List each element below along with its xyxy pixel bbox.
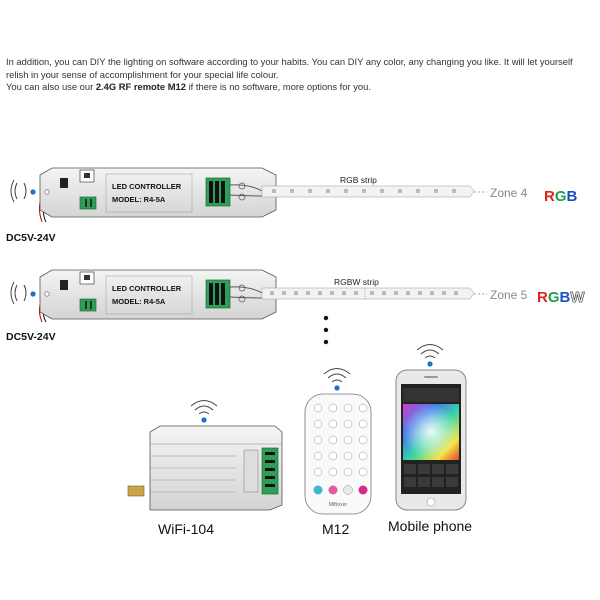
m12-remote: MiBoxer xyxy=(304,368,372,515)
wireless-signal-icon xyxy=(323,368,351,383)
controller-model: MODEL: R4-5A xyxy=(112,195,166,204)
wifi-104-device xyxy=(127,400,283,511)
power-terminal xyxy=(79,298,97,312)
zone-label: Zone 4 xyxy=(490,186,528,200)
intro-text: In addition, you can DIY the lighting on… xyxy=(6,56,594,94)
controller-2: LED CONTROLLER MODEL: R4-5A RGBW strip Z… xyxy=(6,269,586,343)
wireless-signal-icon xyxy=(416,344,444,359)
intro-line-2-suffix: if there is no software, more options fo… xyxy=(185,81,371,92)
antenna-connector xyxy=(127,485,145,497)
power-terminal xyxy=(79,196,97,210)
mobile-phone xyxy=(395,344,467,511)
controller-1: LED CONTROLLER MODEL: R4-5A RGB strip Zo… xyxy=(6,167,578,244)
wifi-label: WiFi-104 xyxy=(158,521,214,537)
led-strip-rgb xyxy=(261,185,475,198)
intro-line-1: In addition, you can DIY the lighting on… xyxy=(6,56,573,80)
controller-title: LED CONTROLLER xyxy=(112,182,182,191)
rgb-logo: RGB xyxy=(544,188,578,205)
remote-brand: MiBoxer xyxy=(329,502,348,508)
antenna-port xyxy=(60,178,68,188)
strip-label: RGB strip xyxy=(340,175,377,185)
antenna-port xyxy=(60,280,68,290)
power-label: DC5V-24V xyxy=(6,232,56,244)
strip-label: RGBW strip xyxy=(334,277,379,287)
remote-label: M12 xyxy=(322,521,349,537)
rgbw-logo: RGBW xyxy=(537,289,585,306)
signal-dot xyxy=(30,189,36,195)
wireless-signal-icon xyxy=(190,400,218,415)
controller-title: LED CONTROLLER xyxy=(112,284,182,293)
controller-body xyxy=(39,269,277,320)
zone-label: Zone 5 xyxy=(490,288,528,302)
controller-model: MODEL: R4-5A xyxy=(112,297,166,306)
wireless-signal-icon xyxy=(10,281,27,305)
signal-dot xyxy=(30,291,36,297)
power-label: DC5V-24V xyxy=(6,331,56,343)
more-zones-dots xyxy=(323,315,329,345)
home-button xyxy=(426,497,436,507)
phone-label: Mobile phone xyxy=(388,518,472,534)
intro-line-2-prefix: You can also use our xyxy=(6,81,96,92)
controller-body xyxy=(39,167,277,218)
led-strip-rgbw xyxy=(261,287,475,300)
intro-line-2-bold: 2.4G RF remote M12 xyxy=(95,81,186,92)
wireless-signal-icon xyxy=(10,179,27,203)
intro-line-2: You can also use our 2.4G RF remote M12 … xyxy=(6,81,594,94)
